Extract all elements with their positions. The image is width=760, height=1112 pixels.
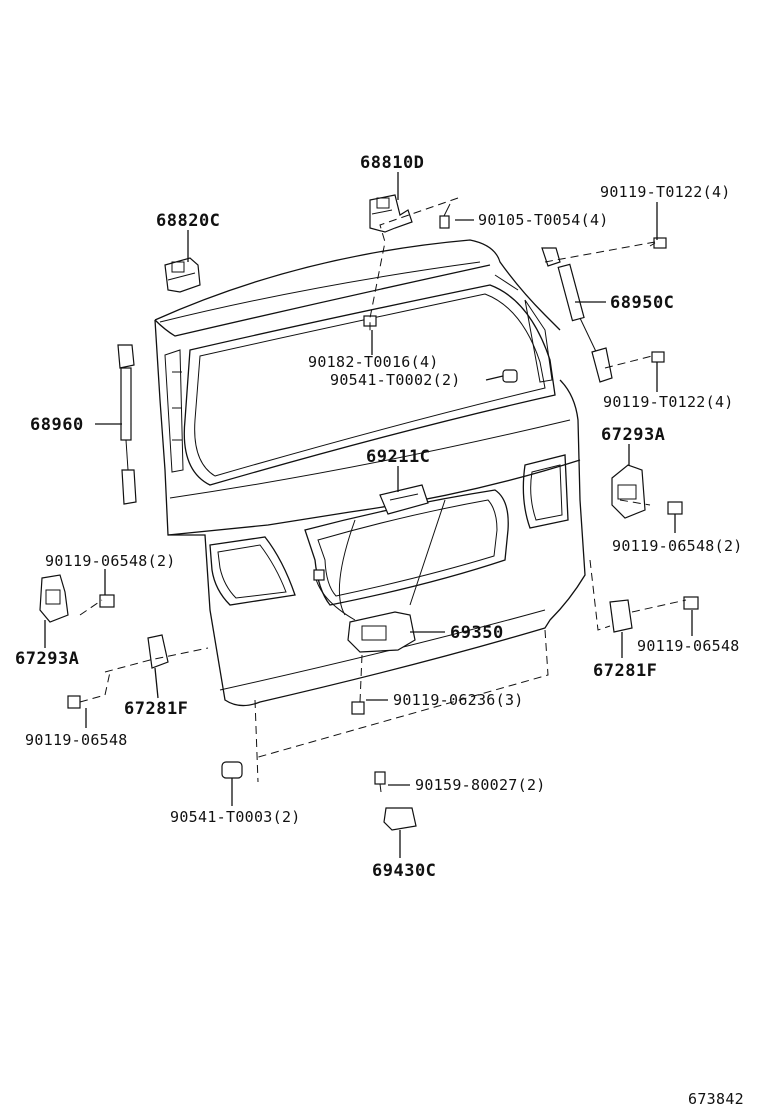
stopper-67281F-left	[147, 634, 169, 669]
bolt-90105-T0054	[439, 203, 451, 229]
label-90119-06548-2-left: 90119-06548(2)	[45, 552, 176, 570]
screw-90159-80027	[374, 771, 386, 793]
cushion-90541-T0003	[221, 761, 243, 779]
gas-strut-68960	[117, 344, 137, 505]
bolt-90119-06548-right-upper	[667, 501, 683, 515]
bolt-90119-T0122-lower	[651, 351, 665, 363]
label-90159-80027: 90159-80027(2)	[415, 776, 546, 794]
label-90119-T0122-upper: 90119-T0122(4)	[600, 183, 731, 201]
hinge-68810D	[369, 194, 413, 233]
label-90182-T0016: 90182-T0016(4)	[308, 353, 439, 371]
bolt-90119-06548-left-lower	[67, 695, 81, 709]
label-68820C: 68820C	[156, 211, 220, 231]
bolt-90119-T0122-upper	[649, 237, 667, 249]
leader-lines	[44, 172, 693, 858]
label-68960: 68960	[30, 415, 84, 435]
label-68810D: 68810D	[360, 153, 424, 173]
assembly-lines	[79, 197, 687, 783]
label-67281F-right: 67281F	[593, 661, 657, 681]
bolt-90119-06548-left-upper	[99, 594, 115, 608]
label-90119-06548-2-right: 90119-06548(2)	[612, 537, 743, 555]
label-69211C: 69211C	[366, 447, 430, 467]
label-68950C: 68950C	[610, 293, 674, 313]
label-90119-06236: 90119-06236(3)	[393, 691, 524, 709]
label-90541-T0002: 90541-T0002(2)	[330, 371, 461, 389]
striker-67293A-left	[39, 574, 69, 623]
label-90105-T0054: 90105-T0054(4)	[478, 211, 609, 229]
striker-67293A-right	[611, 464, 646, 519]
label-67293A-left: 67293A	[15, 649, 79, 669]
label-90119-T0122-lower: 90119-T0122(4)	[603, 393, 734, 411]
label-90541-T0003: 90541-T0003(2)	[170, 808, 301, 826]
stopper-67281F-right	[609, 599, 633, 633]
label-67293A-right: 67293A	[601, 425, 665, 445]
label-69350: 69350	[450, 623, 504, 643]
screw-90119-06236	[351, 701, 365, 715]
diagram-id: 673842	[688, 1090, 744, 1108]
handle-69211C	[379, 484, 429, 515]
gas-strut-68950C	[541, 247, 613, 383]
label-90119-06548-left: 90119-06548	[25, 731, 128, 749]
lock-69350	[313, 499, 446, 653]
label-69430C: 69430C	[372, 861, 436, 881]
label-67281F-left: 67281F	[124, 699, 188, 719]
hinge-68820C	[164, 257, 201, 293]
bolt-90119-06548-right-lower	[683, 596, 699, 610]
label-90119-06548-right: 90119-06548	[637, 637, 740, 655]
cushion-90541-T0002	[502, 369, 518, 383]
back-door-panel	[154, 239, 586, 707]
striker-69430C	[383, 807, 417, 831]
